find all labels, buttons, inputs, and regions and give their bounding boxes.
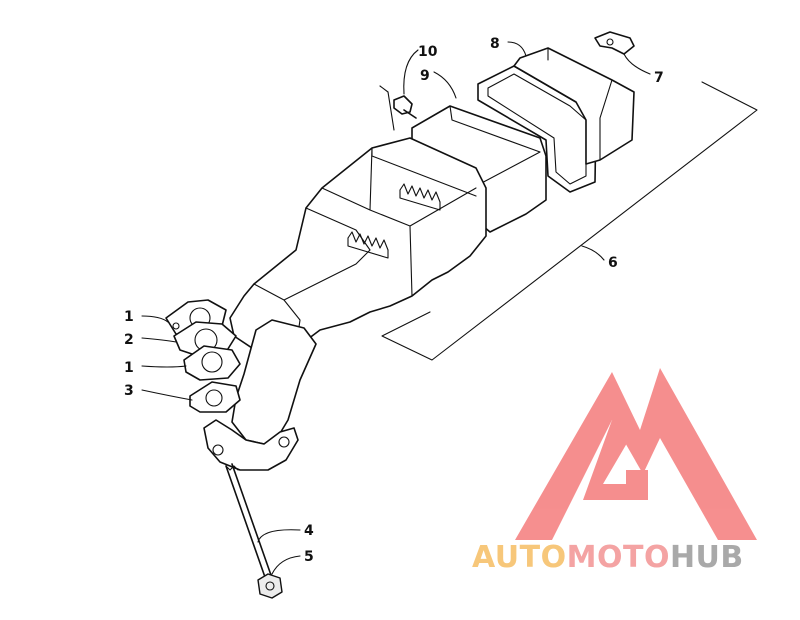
airbox-housing	[229, 137, 487, 363]
assembly-boundary-outline	[381, 81, 758, 361]
callout-8: 8	[490, 36, 500, 52]
leader-lines	[141, 41, 651, 575]
callout-4: 4	[304, 523, 314, 539]
rear-intake-duct	[513, 47, 635, 165]
bolt-screw	[379, 85, 417, 131]
watermark-logo-icon	[515, 368, 757, 540]
middle-boot	[411, 105, 547, 233]
nut	[257, 573, 283, 599]
watermark-auto: AUTO	[472, 540, 567, 575]
callout-1-lower: 1	[124, 360, 134, 376]
callout-5: 5	[304, 549, 314, 565]
callout-7: 7	[654, 70, 664, 86]
clip-part	[594, 31, 635, 55]
vent-slots-rear-icon	[399, 183, 441, 211]
vent-slots-front-icon	[347, 231, 389, 259]
spacer-2	[173, 321, 237, 357]
callout-labels: 1 2 1 3 4 5 6 7 8 9 10	[124, 36, 664, 565]
watermark-moto: MOTO	[567, 540, 670, 575]
callout-10: 10	[418, 44, 438, 60]
watermark-text: AUTOMOTOHUB	[472, 540, 744, 575]
insulator-3	[189, 381, 241, 413]
flange-gasket-1b	[183, 345, 241, 381]
callout-3: 3	[124, 383, 134, 399]
callout-9: 9	[420, 68, 430, 84]
callout-2: 2	[124, 332, 134, 348]
callout-1-upper: 1	[124, 309, 134, 325]
watermark-hub: HUB	[670, 540, 744, 575]
stud-bolt	[225, 463, 273, 581]
callout-6: 6	[608, 255, 618, 271]
